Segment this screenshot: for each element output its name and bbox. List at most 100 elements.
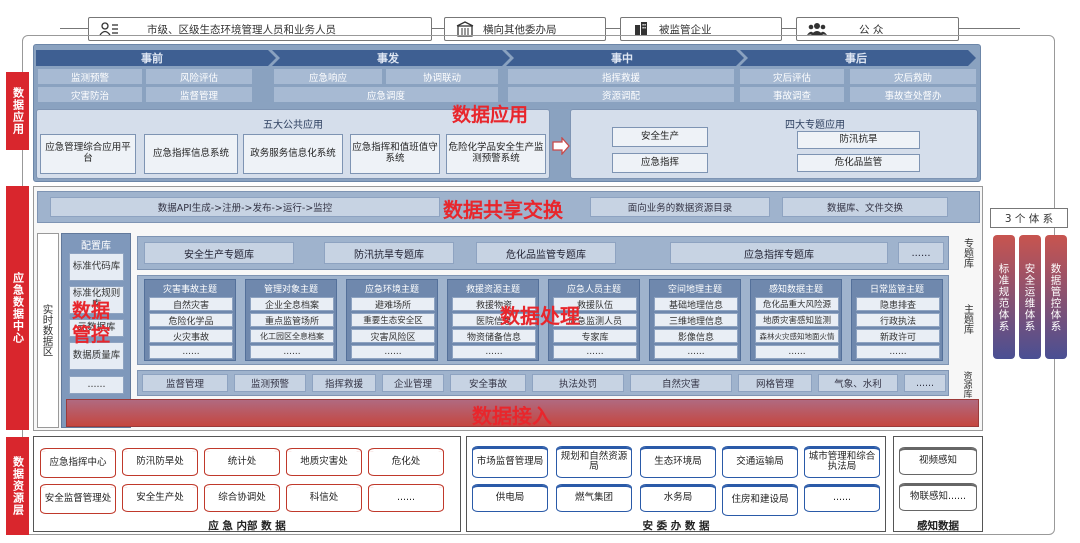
topic-item[interactable]: 基础地理信息 <box>654 297 738 311</box>
topic-item[interactable]: ...... <box>654 345 738 359</box>
data-source[interactable]: 视频感知 <box>899 447 977 475</box>
resource-library-item[interactable]: 指挥救援 <box>312 374 376 392</box>
special-library-item[interactable]: 防汛抗旱专题库 <box>324 242 454 264</box>
config-item[interactable]: 数据质量库 <box>69 342 124 370</box>
data-source[interactable]: 物联感知...... <box>899 483 977 511</box>
topic-item[interactable]: 新政许可 <box>856 329 940 343</box>
topic-item[interactable]: 专家库 <box>553 329 637 343</box>
phase-item[interactable]: 应急调度 <box>274 87 498 102</box>
data-source[interactable]: 安全生产处 <box>122 484 198 512</box>
resource-library-item[interactable]: 企业管理 <box>382 374 444 392</box>
resource-library-item[interactable]: 执法处罚 <box>532 374 624 392</box>
public-app-item[interactable]: 应急指挥信息系统 <box>144 134 238 174</box>
data-source[interactable]: 交通运输局 <box>722 446 798 478</box>
resource-library-item[interactable]: 监督管理 <box>142 374 228 392</box>
audience-public[interactable]: 公 众 <box>796 17 959 41</box>
topic-item[interactable]: 救援队伍 <box>553 297 637 311</box>
special-app-item[interactable]: 防汛抗旱 <box>797 131 920 149</box>
data-source[interactable]: 统计处 <box>204 448 280 476</box>
system-operations[interactable]: 安全运维体系 <box>1019 235 1041 359</box>
data-source[interactable]: 综合协调处 <box>204 484 280 512</box>
config-item[interactable]: 标准代码库 <box>69 253 124 281</box>
config-item[interactable]: 元数据库 <box>69 319 124 337</box>
special-app-item[interactable]: 应急指挥 <box>612 153 708 173</box>
data-source[interactable]: 市场监督管理局 <box>472 446 548 478</box>
topic-item[interactable]: ...... <box>149 345 233 359</box>
phase-item[interactable]: 应急响应 <box>274 69 382 84</box>
topic-item[interactable]: 危险化学品 <box>149 313 233 327</box>
special-library-item[interactable]: 安全生产专题库 <box>144 242 294 264</box>
data-source[interactable]: 应急指挥中心 <box>40 448 116 478</box>
topic-item[interactable]: 避难场所 <box>351 297 435 311</box>
resource-library-item[interactable]: 气象、水利 <box>818 374 898 392</box>
topic-item[interactable]: 医院信息 <box>452 313 536 327</box>
data-source[interactable]: 地质灾害处 <box>286 448 362 476</box>
topic-item[interactable]: 火灾事故 <box>149 329 233 343</box>
config-item[interactable]: ...... <box>69 376 124 394</box>
topic-item[interactable]: 救援物资 <box>452 297 536 311</box>
phase-item[interactable]: 灾后评估 <box>740 69 844 84</box>
audience-staff[interactable]: 市级、区级生态环境管理人员和业务人员 <box>88 17 432 41</box>
data-source[interactable]: 危化处 <box>368 448 444 476</box>
phase-item[interactable]: 灾害防治 <box>38 87 142 102</box>
topic-item[interactable]: ...... <box>250 345 334 359</box>
data-source[interactable]: ...... <box>368 484 444 512</box>
resource-library-item[interactable]: 监测预警 <box>234 374 306 392</box>
resource-library-item[interactable]: 网格管理 <box>738 374 812 392</box>
data-source[interactable]: ...... <box>804 484 880 512</box>
data-source[interactable]: 规划和自然资源局 <box>556 446 632 478</box>
topic-item[interactable]: 隐患排查 <box>856 297 940 311</box>
phase-item[interactable]: 监督管理 <box>146 87 252 102</box>
audience-enterprises[interactable]: 被监管企业 <box>620 17 782 41</box>
topic-item[interactable]: 企业全息档案 <box>250 297 334 311</box>
data-source[interactable]: 住房和建设局 <box>722 484 798 516</box>
topic-item[interactable]: 危化品重大风险源 <box>755 297 839 311</box>
topic-item[interactable]: 化工园区全息档案 <box>250 329 334 343</box>
topic-item[interactable]: 地质灾害感知监测 <box>755 313 839 327</box>
special-app-item[interactable]: 安全生产 <box>612 127 708 147</box>
topic-item[interactable]: 三维地理信息 <box>654 313 738 327</box>
special-library-item[interactable]: 应急指挥专题库 <box>670 242 888 264</box>
data-source[interactable]: 科信处 <box>286 484 362 512</box>
special-library-item[interactable]: ...... <box>898 242 944 264</box>
data-source[interactable]: 燃气集团 <box>556 484 632 512</box>
topic-item[interactable]: ...... <box>452 345 536 359</box>
phase-item[interactable]: 监测预警 <box>38 69 142 84</box>
resource-library-item[interactable]: 安全事故 <box>450 374 526 392</box>
phase-item[interactable]: 资源调配 <box>508 87 734 102</box>
topic-item[interactable]: 物资储备信息 <box>452 329 536 343</box>
public-app-item[interactable]: 危险化学品安全生产监测预警系统 <box>446 134 546 174</box>
phase-item[interactable]: 指挥救援 <box>508 69 734 84</box>
public-app-item[interactable]: 政务服务信息化系统 <box>243 134 343 174</box>
topic-item[interactable]: 应急监测人员 <box>553 313 637 327</box>
topic-item[interactable]: ...... <box>755 345 839 359</box>
topic-item[interactable]: 重点监管场所 <box>250 313 334 327</box>
system-standards[interactable]: 标准规范体系 <box>993 235 1015 359</box>
share-item[interactable]: 数据库、文件交换 <box>782 197 948 217</box>
config-item[interactable]: 标准化规则库 <box>69 286 124 314</box>
topic-item[interactable]: ...... <box>856 345 940 359</box>
data-source[interactable]: 城市管理和综合执法局 <box>804 446 880 478</box>
topic-item[interactable]: 灾害风险区 <box>351 329 435 343</box>
topic-item[interactable]: 自然灾害 <box>149 297 233 311</box>
phase-item[interactable]: 风险评估 <box>146 69 252 84</box>
topic-item[interactable]: ...... <box>351 345 435 359</box>
phase-item[interactable]: 灾后救助 <box>850 69 976 84</box>
data-source[interactable]: 供电局 <box>472 484 548 512</box>
data-source[interactable]: 生态环境局 <box>640 446 716 478</box>
audience-agencies[interactable]: 横向其他委办局 <box>444 17 606 41</box>
resource-library-item[interactable]: ...... <box>904 374 946 392</box>
share-item[interactable]: 数据API生成->注册->发布->运行->监控 <box>50 197 440 217</box>
special-library-item[interactable]: 危化品监管专题库 <box>476 242 616 264</box>
public-app-item[interactable]: 应急指挥和值班值守系统 <box>350 134 440 174</box>
topic-item[interactable]: ...... <box>553 345 637 359</box>
topic-item[interactable]: 森林火灾感知地面火情 <box>755 329 839 343</box>
topic-item[interactable]: 影像信息 <box>654 329 738 343</box>
phase-item[interactable]: 事故调查 <box>740 87 844 102</box>
share-item[interactable]: 面向业务的数据资源目录 <box>590 197 770 217</box>
phase-item[interactable]: 协调联动 <box>386 69 498 84</box>
topic-item[interactable]: 重要生态安全区 <box>351 313 435 327</box>
data-source[interactable]: 防汛防旱处 <box>122 448 198 476</box>
topic-item[interactable]: 行政执法 <box>856 313 940 327</box>
system-governance[interactable]: 数据管控体系 <box>1045 235 1067 359</box>
